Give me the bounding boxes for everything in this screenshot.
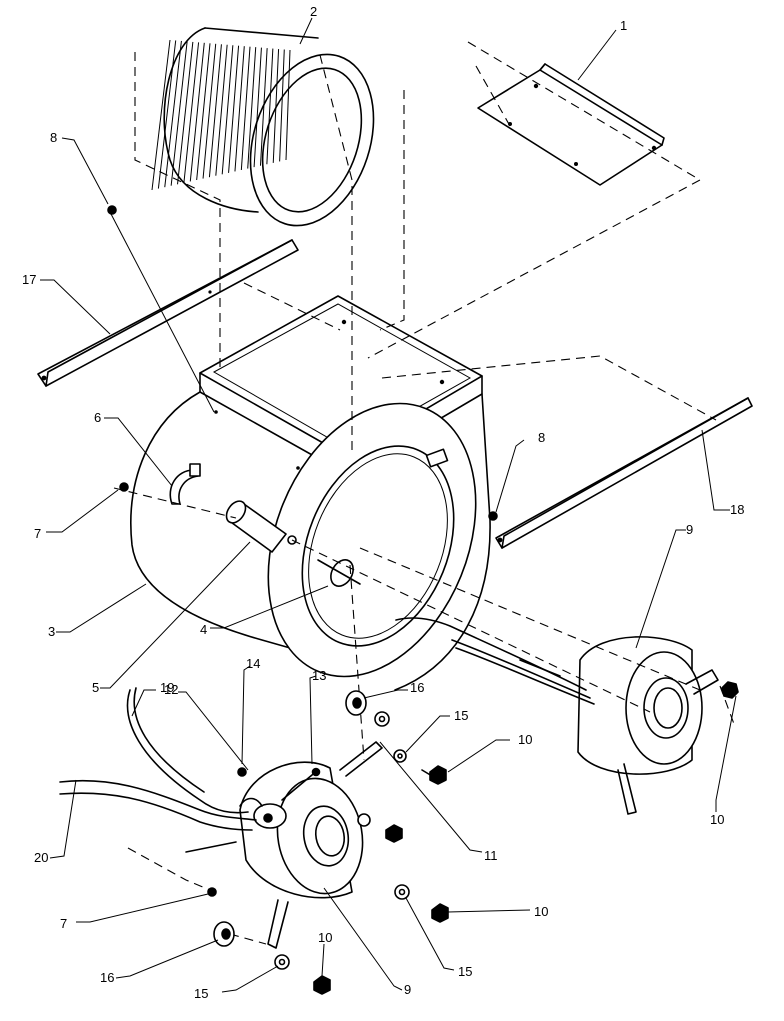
wheel-fin bbox=[196, 43, 211, 181]
wheel-fin bbox=[272, 49, 280, 163]
callout-label-17: 17 bbox=[22, 272, 36, 287]
wheel-fin bbox=[259, 48, 268, 166]
callout-label-14: 14 bbox=[246, 656, 260, 671]
bracket-rail-18-part bbox=[495, 397, 753, 549]
wheel-fin bbox=[266, 48, 274, 165]
callout-label-5: 5 bbox=[92, 680, 99, 695]
capacitor-part bbox=[225, 500, 297, 553]
capacitor-strap-part bbox=[169, 463, 201, 505]
wheel-fin bbox=[170, 41, 188, 186]
wheel-fin bbox=[177, 41, 194, 185]
wheel-fin bbox=[253, 47, 262, 168]
callout-label-3: 3 bbox=[48, 624, 55, 639]
wheel-fin bbox=[234, 46, 245, 172]
wheel-fin bbox=[215, 44, 228, 176]
callout-label-10: 10 bbox=[518, 732, 532, 747]
wheel-fin bbox=[285, 49, 291, 161]
callout-label-18: 18 bbox=[730, 502, 744, 517]
callout-label-8: 8 bbox=[50, 130, 57, 145]
wheel-fin bbox=[202, 43, 217, 179]
callout-label-7: 7 bbox=[34, 526, 41, 541]
callout-label-12-visible: 12 bbox=[164, 682, 178, 697]
wheel-fin bbox=[208, 44, 222, 178]
wheel-fin bbox=[151, 39, 171, 191]
wheel-fin bbox=[240, 46, 251, 171]
wheel-fin bbox=[183, 42, 200, 183]
wheel-fin bbox=[189, 42, 205, 182]
callout-label-10: 10 bbox=[534, 904, 548, 919]
motor-right-part bbox=[577, 636, 719, 815]
blower-wheel-part bbox=[151, 27, 375, 227]
callout-label-15: 15 bbox=[194, 986, 208, 1001]
callout-label-13: 13 bbox=[312, 668, 326, 683]
callout-label-15: 15 bbox=[454, 708, 468, 723]
wheel-fin bbox=[157, 40, 177, 189]
callout-label-9: 9 bbox=[404, 982, 411, 997]
lower-wiring bbox=[59, 687, 257, 853]
callout-leaders bbox=[40, 17, 737, 993]
hardware-parts bbox=[107, 205, 739, 995]
callout-label-20: 20 bbox=[34, 850, 48, 865]
bracket-rail-17-part bbox=[37, 239, 299, 387]
wheel-fin bbox=[164, 40, 182, 188]
wheel-fin bbox=[228, 45, 240, 173]
assembly-guide-lines bbox=[113, 41, 735, 945]
callout-label-15: 15 bbox=[458, 964, 472, 979]
callout-label-10: 10 bbox=[710, 812, 724, 827]
callout-label-16: 16 bbox=[100, 970, 114, 985]
callout-label-6: 6 bbox=[94, 410, 101, 425]
callout-label-2: 2 bbox=[310, 4, 317, 19]
callout-label-16: 16 bbox=[410, 680, 424, 695]
blower-housing-part bbox=[130, 295, 491, 691]
wheel-fin bbox=[279, 49, 285, 162]
motor-left-part bbox=[239, 741, 383, 949]
motor-wiring bbox=[395, 617, 595, 705]
callout-label-11: 11 bbox=[484, 848, 498, 863]
callout-label-1: 1 bbox=[620, 18, 627, 33]
callout-label-9: 9 bbox=[686, 522, 693, 537]
wheel-fin bbox=[221, 45, 234, 175]
cover-plate-part bbox=[477, 63, 665, 186]
callout-label-10: 10 bbox=[318, 930, 332, 945]
callout-label-19: 19 bbox=[160, 680, 174, 695]
callout-label-8: 8 bbox=[538, 430, 545, 445]
callout-label-4: 4 bbox=[200, 622, 207, 637]
callout-label-7: 7 bbox=[60, 916, 67, 931]
wheel-fin bbox=[247, 47, 257, 169]
